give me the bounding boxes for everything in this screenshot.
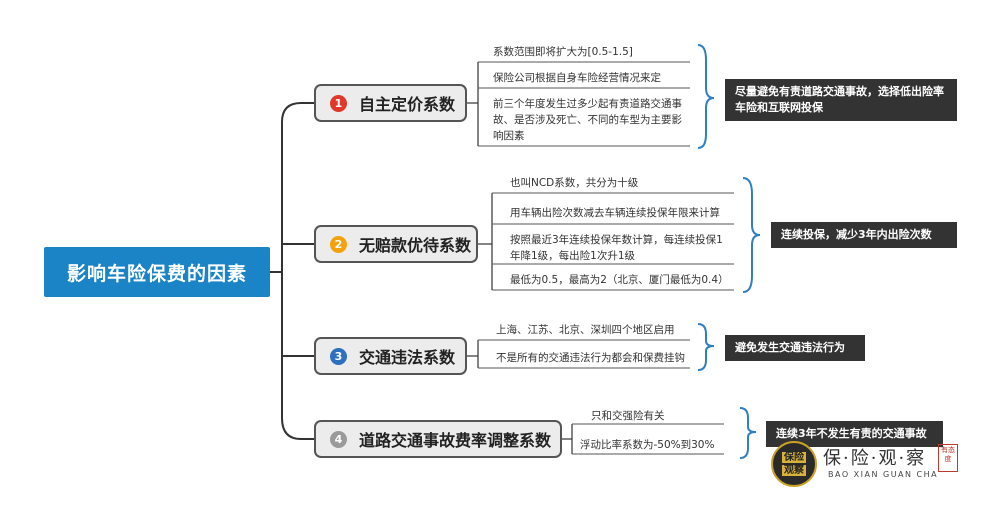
branch-2-item-1: 也叫NCD系数，共分为十级: [510, 177, 639, 189]
branch-1: 1 自主定价系数: [314, 84, 467, 122]
branch-3-advice: 避免发生交通违法行为: [725, 335, 865, 361]
number-1-icon: 1: [330, 94, 347, 112]
branch-2-item-2: 用车辆出险次数减去车辆连续投保年限来计算: [510, 207, 720, 219]
root-title: 影响车险保费的因素: [66, 262, 247, 285]
branch-1-title: 自主定价系数: [359, 95, 456, 114]
brand-pinyin: BAO XIAN GUAN CHA: [828, 470, 939, 479]
branch-2: 2 无赔款优待系数: [314, 225, 478, 263]
branch-3: 3 交通违法系数: [314, 337, 467, 375]
number-3-icon: 3: [330, 347, 347, 365]
branch-3-item-1: 上海、江苏、北京、深圳四个地区启用: [496, 324, 675, 336]
branch-4-item-1: 只和交强险有关: [591, 410, 665, 422]
branch-1-item-3: 前三个年度发生过多少起有责道路交通事故、是否涉及死亡、不同的车型为主要影响因素: [493, 98, 682, 142]
branch-3-title: 交通违法系数: [359, 348, 456, 367]
number-4-icon: 4: [330, 430, 347, 448]
branch-4-title: 道路交通事故费率调整系数: [359, 431, 552, 450]
branch-1-item-1: 系数范围即将扩大为[0.5-1.5]: [493, 46, 633, 58]
branch-2-item-3: 按照最近3年连续投保年数计算，每连续投保1年降1级，每出险1次升1级: [510, 234, 723, 262]
branch-4: 4 道路交通事故费率调整系数: [314, 420, 562, 458]
branch-2-advice: 连续投保，减少3年内出险次数: [771, 222, 957, 248]
brand-badge-bottom: 观察: [782, 465, 806, 476]
branch-4-item-2: 浮动比率系数为-50%到30%: [580, 439, 715, 451]
brand-badge-logo: 保险 观察: [771, 441, 817, 487]
branch-1-advice: 尽量避免有责道路交通事故，选择低出险率车险和互联网投保: [725, 79, 957, 121]
branch-2-title: 无赔款优待系数: [359, 236, 472, 255]
branch-3-item-2: 不是所有的交通违法行为都会和保费挂钩: [496, 352, 685, 364]
branch-1-item-2: 保险公司根据自身车险经营情况来定: [493, 72, 661, 84]
number-2-icon: 2: [330, 235, 347, 253]
brand-badge-top: 保险: [782, 452, 806, 463]
branch-2-item-4: 最低为0.5，最高为2（北京、厦门最低为0.4）: [510, 274, 729, 286]
root-topic: 影响车险保费的因素: [44, 247, 270, 297]
seal-stamp: 有态度: [938, 444, 958, 472]
brand-name: 保·险·观·察: [823, 448, 927, 469]
